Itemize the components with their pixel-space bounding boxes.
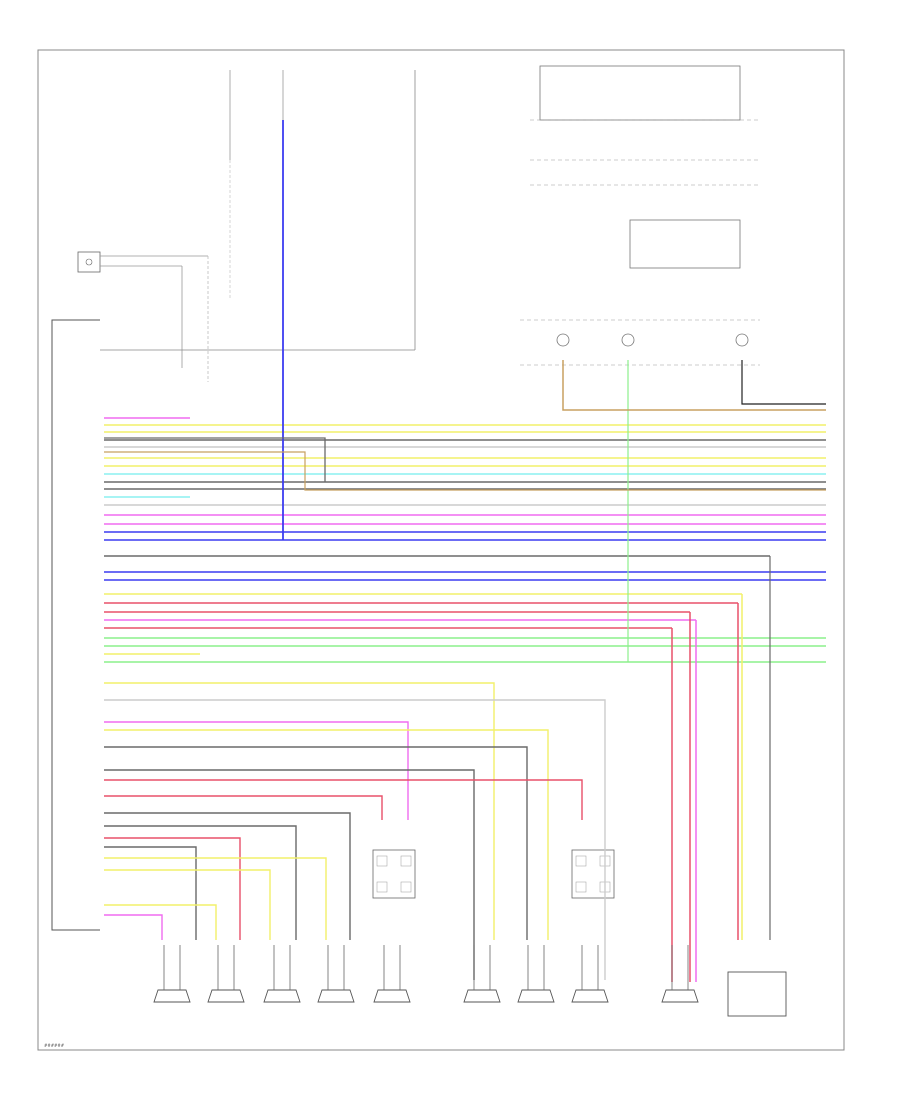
wire-speaker-7: [104, 779, 583, 820]
speaker-3: [263, 945, 301, 1003]
wire-speaker-13: [104, 857, 327, 940]
amplifier-box-outline: [51, 319, 100, 931]
diagram-code: ######: [44, 1043, 65, 1048]
wires-layer: [104, 120, 826, 982]
speakers-layer: [153, 945, 699, 1003]
diagram-frame: [37, 49, 845, 1051]
wire-speaker-9: [104, 812, 351, 940]
wire-speaker-12: [104, 846, 197, 940]
wire-speaker-16: [104, 914, 163, 940]
wire-speaker-3: [104, 721, 409, 820]
speaker-9: [661, 945, 699, 1003]
wire-speaker-15: [104, 904, 217, 940]
wire-speaker-14: [104, 869, 271, 940]
wire-speaker-8: [104, 795, 383, 820]
speaker-8: [571, 945, 609, 1003]
speaker-1: [153, 945, 191, 1003]
switch-assembly-lower: [520, 219, 760, 366]
speaker-5: [373, 945, 411, 1003]
wire-speaker-5: [104, 746, 528, 940]
wire-gray-loop: [104, 437, 326, 482]
wire-speaker-4: [104, 729, 549, 940]
switch-assembly-upper: [530, 65, 760, 186]
speaker-6: [463, 945, 501, 1003]
speaker-7: [517, 945, 555, 1003]
wire-tan-loop: [104, 451, 826, 491]
wire-black-switch: [741, 360, 826, 405]
wire-speaker-6: [104, 769, 475, 980]
wire-tan-switch: [562, 360, 826, 411]
wire-speaker-10: [104, 825, 297, 940]
speaker-4: [317, 945, 355, 1003]
amplifier-connector-box: [727, 971, 787, 1017]
wire-speaker-1: [104, 682, 495, 940]
wire-speaker-11: [104, 837, 241, 940]
wire-speaker-2: [104, 699, 606, 980]
speaker-2: [207, 945, 245, 1003]
center-connector-right: [571, 849, 615, 899]
top-fuse-feeds: [100, 70, 416, 351]
upper-left-sensor: [77, 251, 209, 382]
center-connector-left: [372, 849, 416, 899]
